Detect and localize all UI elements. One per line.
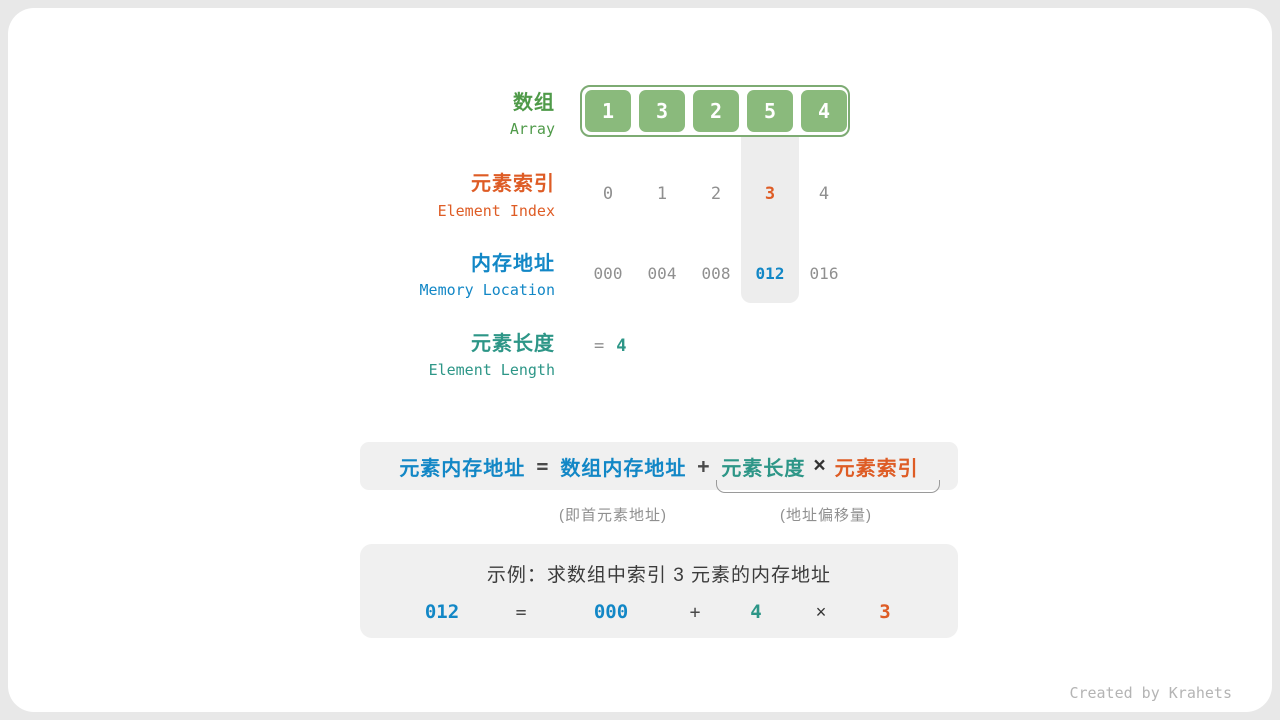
- element-index-label-zh: 元素索引: [471, 173, 555, 195]
- memory-location-values: 000 004 008 012 016: [585, 264, 847, 283]
- index-value-highlighted: 3: [764, 184, 776, 204]
- formula-box: 元素内存地址 = 数组内存地址 + 元素长度 × 元素索引: [360, 442, 958, 490]
- memory-value: 000: [593, 264, 623, 283]
- formula-result: 元素内存地址: [399, 457, 526, 480]
- element-length-value: =4: [594, 336, 627, 356]
- element-index-values: 0 1 2 3 4: [585, 184, 847, 204]
- example-plus: +: [689, 602, 701, 623]
- example-title: 示例：求数组中索引 3 元素的内存地址: [486, 565, 832, 586]
- index-value: 1: [656, 184, 668, 204]
- length-value: 4: [616, 336, 627, 356]
- memory-location-label-en: Memory Location: [419, 281, 555, 299]
- array-cell: 5: [747, 90, 793, 132]
- memory-value: 004: [647, 264, 677, 283]
- formula-element-index: 元素索引: [834, 457, 919, 480]
- formula-base-address: 数组内存地址: [560, 457, 687, 480]
- card-background: 数组 Array 1 3 2 5 4 元素索引 Element Index 0 …: [8, 8, 1272, 712]
- example-box: 示例：求数组中索引 3 元素的内存地址 012 = 000 + 4 × 3: [360, 544, 958, 638]
- array-container: 1 3 2 5 4: [580, 85, 850, 137]
- underbrace-offset: [716, 480, 940, 493]
- formula-times: ×: [813, 454, 827, 477]
- memory-value: 008: [701, 264, 731, 283]
- equals-sign: =: [594, 336, 605, 356]
- example-base-address: 000: [593, 601, 629, 623]
- element-length-label-zh: 元素长度: [471, 333, 555, 355]
- index-value: 2: [710, 184, 722, 204]
- watermark-credit: Created by Krahets: [1069, 684, 1232, 702]
- array-label-en: Array: [509, 120, 555, 138]
- formula-plus: +: [697, 454, 711, 478]
- example-equals: =: [515, 602, 527, 623]
- element-index-label-en: Element Index: [437, 202, 555, 220]
- memory-value: 016: [809, 264, 839, 283]
- example-length: 4: [750, 601, 762, 623]
- array-label-zh: 数组: [513, 92, 555, 114]
- example-result: 012: [424, 601, 460, 623]
- example-times: ×: [815, 602, 827, 622]
- note-address-offset: (地址偏移量): [780, 507, 872, 524]
- note-first-element-address: (即首元素地址): [559, 507, 667, 524]
- array-cell: 3: [639, 90, 685, 132]
- formula-element-length: 元素长度: [721, 457, 806, 480]
- memory-location-label-zh: 内存地址: [471, 253, 555, 275]
- memory-value-highlighted: 012: [755, 264, 785, 283]
- index-value: 4: [818, 184, 830, 204]
- index-value: 0: [602, 184, 614, 204]
- array-cell: 4: [801, 90, 847, 132]
- array-cell: 2: [693, 90, 739, 132]
- element-length-label-en: Element Length: [428, 361, 555, 379]
- array-cell: 1: [585, 90, 631, 132]
- highlight-column-index-3: [741, 137, 799, 303]
- example-index: 3: [879, 601, 891, 623]
- formula-equals: =: [536, 454, 550, 478]
